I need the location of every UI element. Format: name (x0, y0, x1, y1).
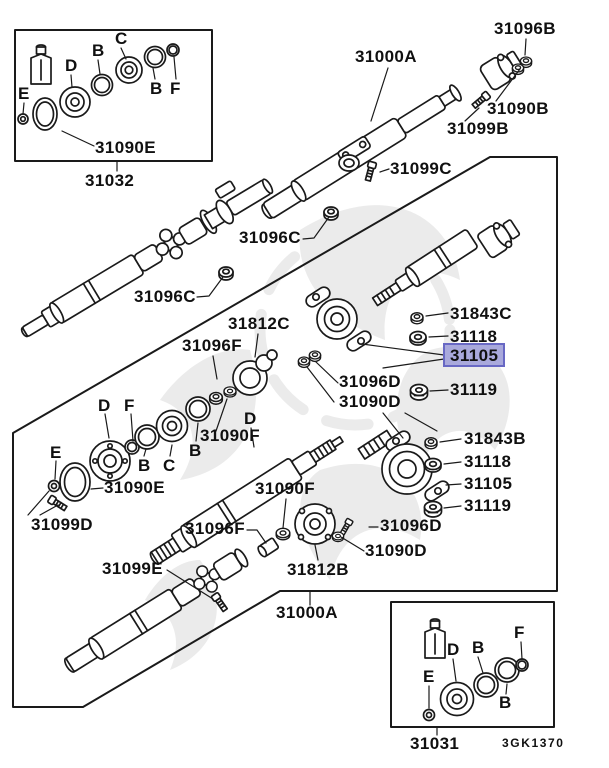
part-label-31118-2[interactable]: 31118 (464, 452, 512, 471)
callout-letter-f-5: F (170, 79, 181, 98)
callout-letter-b-9: B (138, 456, 151, 475)
nut-icon-31843b (424, 437, 438, 450)
part-label-31105-2[interactable]: 31105 (464, 474, 513, 493)
part-label-31105-1[interactable]: 31105 (443, 343, 506, 367)
nut-icon-31843c (410, 312, 424, 325)
rear-shaft-spline-drawing (149, 435, 344, 565)
inset-31031-parts-drawing (422, 618, 529, 722)
callout-letter-b-11: B (189, 441, 202, 460)
part-label-31119-1[interactable]: 31119 (450, 380, 498, 399)
part-label-31096c-2[interactable]: 31096C (134, 287, 196, 306)
washer-icon-31118-2 (424, 457, 442, 473)
rear-shaft-rear-piece-drawing (63, 548, 249, 673)
bolt-icon-31090d-1 (308, 350, 322, 363)
part-label-31090e-1[interactable]: 31090E (95, 138, 157, 157)
callout-letter-b-17: B (499, 693, 512, 712)
inset-box-31031 (390, 601, 555, 728)
inset-box-31032 (14, 29, 213, 162)
part-label-31096f-2[interactable]: 31096F (185, 519, 246, 538)
callout-letter-c-3: C (115, 29, 128, 48)
nut-icon-31096c-2 (218, 266, 234, 281)
part-label-31096c-1[interactable]: 31096C (239, 228, 301, 247)
callout-letter-f-7: F (124, 396, 135, 415)
part-label-31843b[interactable]: 31843B (464, 429, 526, 448)
cv-joint-parts-drawing (47, 396, 211, 502)
part-label-31000a-rear[interactable]: 31000A (276, 603, 338, 622)
bolt-icon-31096d-1 (297, 356, 311, 369)
callout-letter-c-10: C (163, 456, 176, 475)
washer-icon (223, 386, 237, 398)
flange-31812c-drawing (232, 349, 278, 396)
bolt-icon-31099c (363, 160, 378, 183)
callout-letter-d-1: D (65, 56, 78, 75)
front-propeller-shaft-drawing (261, 50, 524, 220)
part-label-31090e-2[interactable]: 31090E (104, 478, 166, 497)
bush-icon-31119-2 (423, 500, 443, 518)
part-label-31812c[interactable]: 31812C (228, 314, 290, 333)
part-label-31090d-1[interactable]: 31090D (339, 392, 401, 411)
figure-code: 3GK1370 (502, 736, 565, 750)
callout-letter-d-6: D (98, 396, 111, 415)
part-label-31090f-1[interactable]: 31090F (200, 426, 261, 445)
part-label-31096f-1[interactable]: 31096F (182, 336, 243, 355)
washer-icon-31090f-2 (275, 527, 291, 541)
part-label-31090b[interactable]: 31090B (487, 99, 549, 118)
callout-letter-b-2: B (92, 41, 105, 60)
callout-letter-f-15: F (514, 623, 525, 642)
part-label-31032[interactable]: 31032 (85, 171, 135, 190)
centre-bearing-1-drawing (305, 286, 372, 352)
callout-letter-e-8: E (50, 443, 62, 462)
part-label-31096d-1[interactable]: 31096D (339, 372, 401, 391)
bush-icon-31119-1 (409, 383, 429, 401)
part-label-31096b[interactable]: 31096B (494, 19, 556, 38)
part-label-31119-2[interactable]: 31119 (464, 496, 512, 515)
callout-letter-e-0: E (18, 84, 30, 103)
part-label-31090f-2[interactable]: 31090F (255, 479, 316, 498)
part-label-31118-1[interactable]: 31118 (450, 327, 498, 346)
nut-icon-31096b-2 (511, 63, 525, 76)
callout-letter-e-16: E (423, 667, 435, 686)
part-label-31099e[interactable]: 31099E (102, 559, 164, 578)
main-assembly-box (12, 156, 558, 708)
part-label-31000a-front[interactable]: 31000A (355, 47, 417, 66)
callout-letter-d-13: D (447, 640, 460, 659)
callout-letter-d-12: D (244, 409, 257, 428)
part-label-31096d-2[interactable]: 31096D (380, 516, 442, 535)
part-label-31099c[interactable]: 31099C (390, 159, 452, 178)
part-label-31031[interactable]: 31031 (410, 734, 460, 753)
centre-shaft-drawing (20, 178, 274, 338)
nut-icon (208, 391, 224, 405)
callout-letter-b-14: B (472, 638, 485, 657)
part-label-31099b[interactable]: 31099B (447, 119, 509, 138)
part-label-31090d-2[interactable]: 31090D (365, 541, 427, 560)
bushing-icon-31096f-2 (257, 537, 280, 558)
nut-icon-31096c-1 (323, 206, 339, 221)
washer-icon-31118-1 (409, 330, 427, 346)
part-label-31843c[interactable]: 31843C (450, 304, 512, 323)
centre-bearing-2-drawing (357, 429, 450, 502)
callout-letter-b-4: B (150, 79, 163, 98)
part-label-31812b[interactable]: 31812B (287, 560, 349, 579)
leader-lines (22, 38, 527, 736)
flange-31812b-drawing (294, 503, 336, 545)
part-label-31099d[interactable]: 31099D (31, 515, 93, 534)
rear-shaft-front-piece-drawing (371, 219, 521, 307)
inset-31032-parts-drawing (17, 43, 180, 131)
